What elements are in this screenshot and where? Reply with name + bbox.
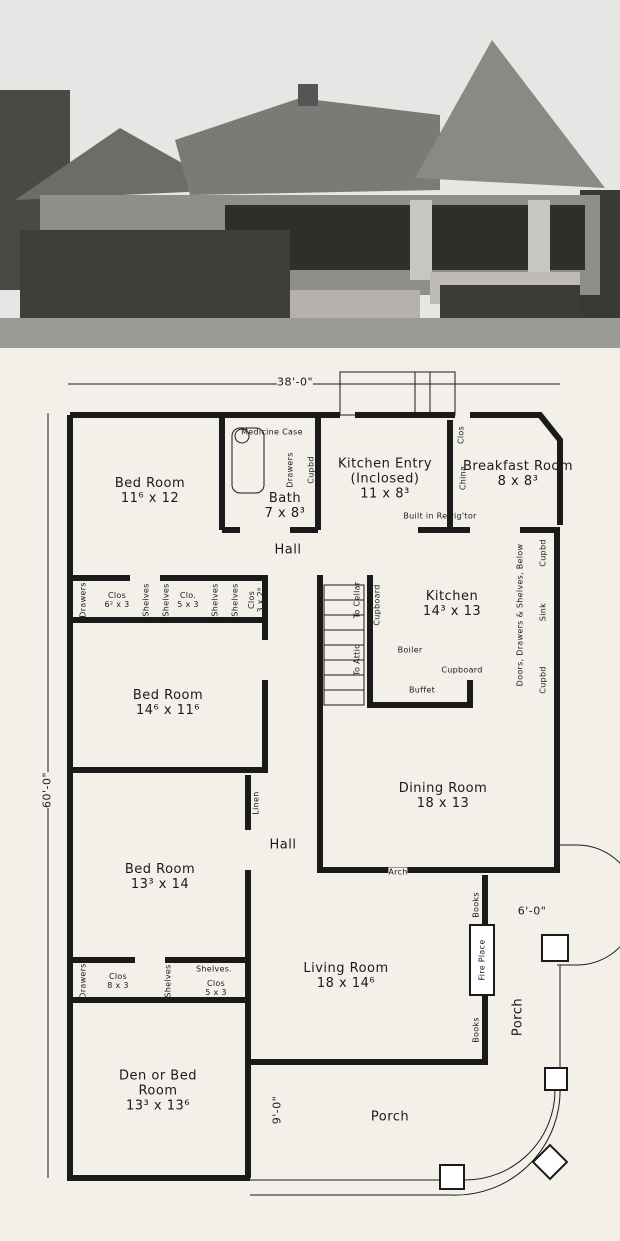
buffet-label: Buffet — [408, 685, 436, 695]
books-label: Books — [471, 892, 481, 918]
main-roof — [175, 98, 440, 195]
to-attic-label: To Attic — [352, 644, 362, 676]
linen-label: Linen — [251, 791, 261, 815]
bathtub — [231, 427, 265, 494]
arch-label: Arch — [388, 867, 408, 877]
cupbd-label: Cupbd — [538, 539, 548, 567]
gable-roof — [15, 128, 230, 200]
depth-dimension: 60'-0" — [40, 771, 55, 809]
hall-label: Hall — [274, 542, 302, 558]
side-porch-label: Porch — [510, 997, 526, 1037]
turret-roof — [415, 40, 605, 188]
bay-dimension: 6'-0" — [517, 904, 547, 918]
column — [528, 200, 550, 280]
width-dimension: 38'-0" — [276, 375, 314, 390]
porch-pier — [531, 1143, 569, 1181]
cupboard-label: Cupbd — [306, 456, 316, 484]
cupboard-label: Cupboard — [372, 584, 382, 626]
fireplace — [469, 924, 495, 996]
porch-dimension: 9'-0" — [270, 1095, 284, 1125]
bay-porch — [557, 844, 620, 966]
porch-outer — [250, 965, 561, 1196]
closet-item: Shelves — [210, 583, 220, 617]
column — [410, 200, 432, 280]
closet-item: Drawers — [78, 582, 88, 618]
closet-item: Shelves. — [195, 964, 233, 974]
counter-note: Doors, Drawers & Shelves, Below — [515, 543, 525, 687]
closet-item: Shelves — [161, 583, 171, 617]
lawn — [0, 318, 620, 348]
fireplace-label: Fire Place — [477, 939, 487, 981]
medicine-case-label: Medicine Case — [241, 427, 303, 437]
to-cellar-label: To Cellar — [352, 581, 362, 619]
walls — [67, 412, 563, 1181]
porch-pier — [439, 1164, 465, 1190]
closet-item: Drawers — [78, 963, 88, 999]
chimney — [298, 84, 318, 106]
cupboard-label: Cupboard — [441, 665, 483, 675]
drawers-label: Drawers — [285, 452, 295, 488]
hall-label: Hall — [269, 837, 297, 853]
porch-pier — [544, 1067, 568, 1091]
shrubs — [20, 230, 290, 325]
front-porch-label: Porch — [370, 1109, 410, 1125]
rear-steps — [339, 371, 456, 416]
closet-item: Shelves — [163, 964, 173, 998]
closet-item: Shelves — [230, 583, 240, 617]
sink-label: Sink — [538, 602, 548, 622]
cupbd-label: Cupbd — [538, 666, 548, 694]
kitchen-entry-label: Kitchen Entry(Inclosed)11 x 8³ — [337, 456, 433, 502]
boiler-label: Boiler — [397, 645, 423, 655]
porch-pier — [541, 934, 569, 962]
books-label: Books — [471, 1017, 481, 1043]
closet-label: Clos — [456, 425, 466, 445]
closet-item: Clo.5 x 3 — [177, 590, 199, 609]
closet-item: Shelves — [141, 583, 151, 617]
toilet — [234, 428, 250, 444]
refrigerator-label: Built in Refrig'tor — [403, 511, 477, 521]
porch-curve — [250, 1070, 556, 1181]
house-photo — [0, 0, 620, 348]
floor-plan — [47, 371, 620, 1196]
